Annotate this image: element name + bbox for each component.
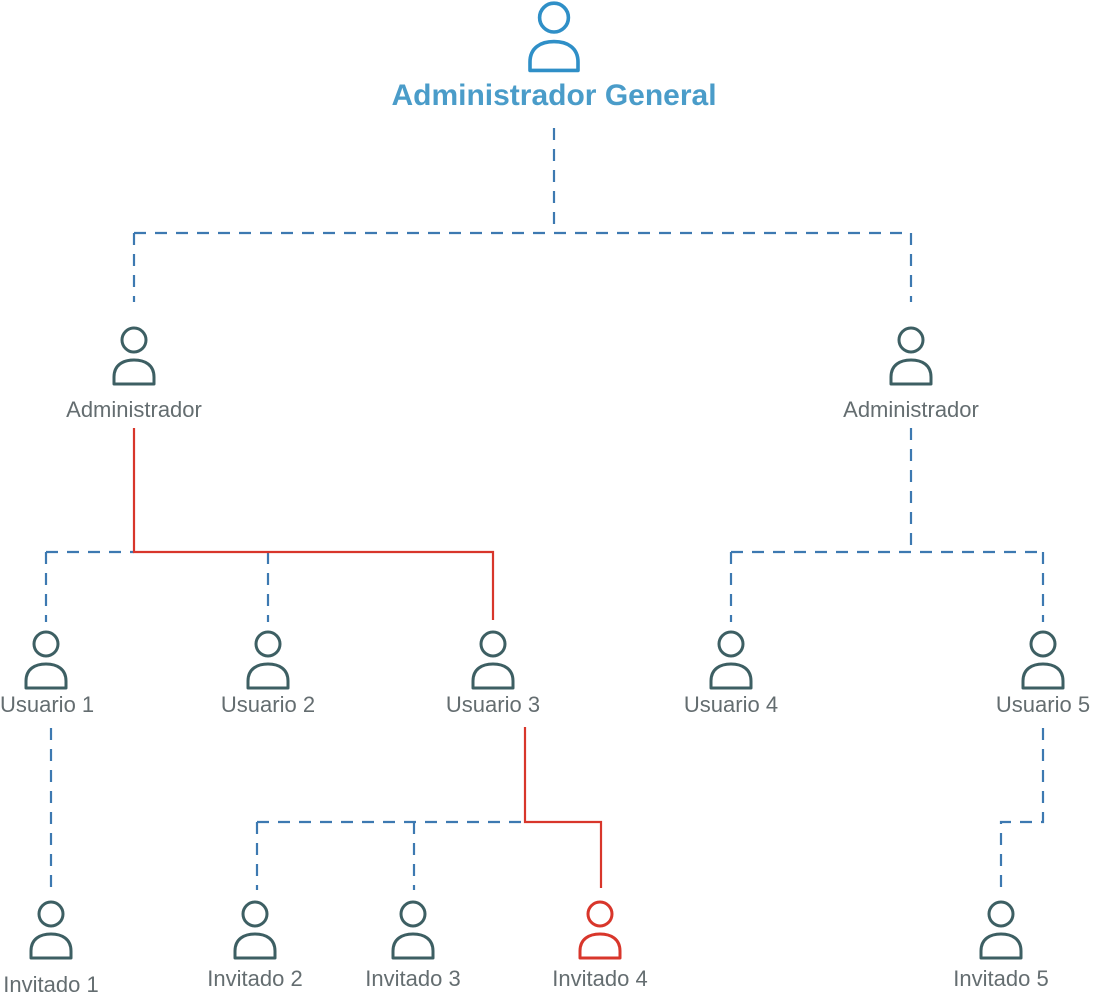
link-root-admins [132, 128, 913, 302]
node-label-user2: Usuario 2 [220, 692, 316, 717]
node-label-guest5: Invitado 5 [953, 966, 1049, 991]
highlight-path-user3-guest4 [523, 727, 603, 888]
person-icon-user3 [471, 630, 515, 690]
person-icon-user2 [246, 630, 290, 690]
node-label-admin-left: Administrador [66, 397, 202, 422]
link-user5-guest5 [999, 728, 1045, 890]
person-icon-root [528, 1, 580, 73]
person-icon-admin-left [112, 326, 156, 386]
node-label-admin-right: Administrador [843, 397, 979, 422]
highlight-path-admin-user3 [132, 428, 495, 620]
person-icon-user5 [1021, 630, 1065, 690]
node-label-root: Administrador General [391, 79, 717, 112]
node-label-guest3: Invitado 3 [365, 966, 461, 991]
person-icon-guest2 [233, 900, 277, 960]
person-icon-user4 [709, 630, 753, 690]
link-admin-right-users [729, 428, 1045, 622]
node-label-user4: Usuario 4 [683, 692, 779, 717]
link-user3-guests [255, 820, 525, 890]
person-icon-guest4 [578, 900, 622, 960]
node-label-user3: Usuario 3 [445, 692, 541, 717]
link-admin-left-users [44, 550, 270, 622]
node-label-guest2: Invitado 2 [207, 966, 303, 991]
person-icon-guest3 [391, 900, 435, 960]
person-icon-user1 [24, 630, 68, 690]
node-label-user1: Usuario 1 [0, 692, 95, 717]
person-icon-guest5 [979, 900, 1023, 960]
node-label-guest1: Invitado 1 [3, 972, 99, 997]
node-label-guest4: Invitado 4 [552, 966, 648, 991]
node-label-user5: Usuario 5 [995, 692, 1091, 717]
person-icon-guest1 [29, 900, 73, 960]
person-icon-admin-right [889, 326, 933, 386]
